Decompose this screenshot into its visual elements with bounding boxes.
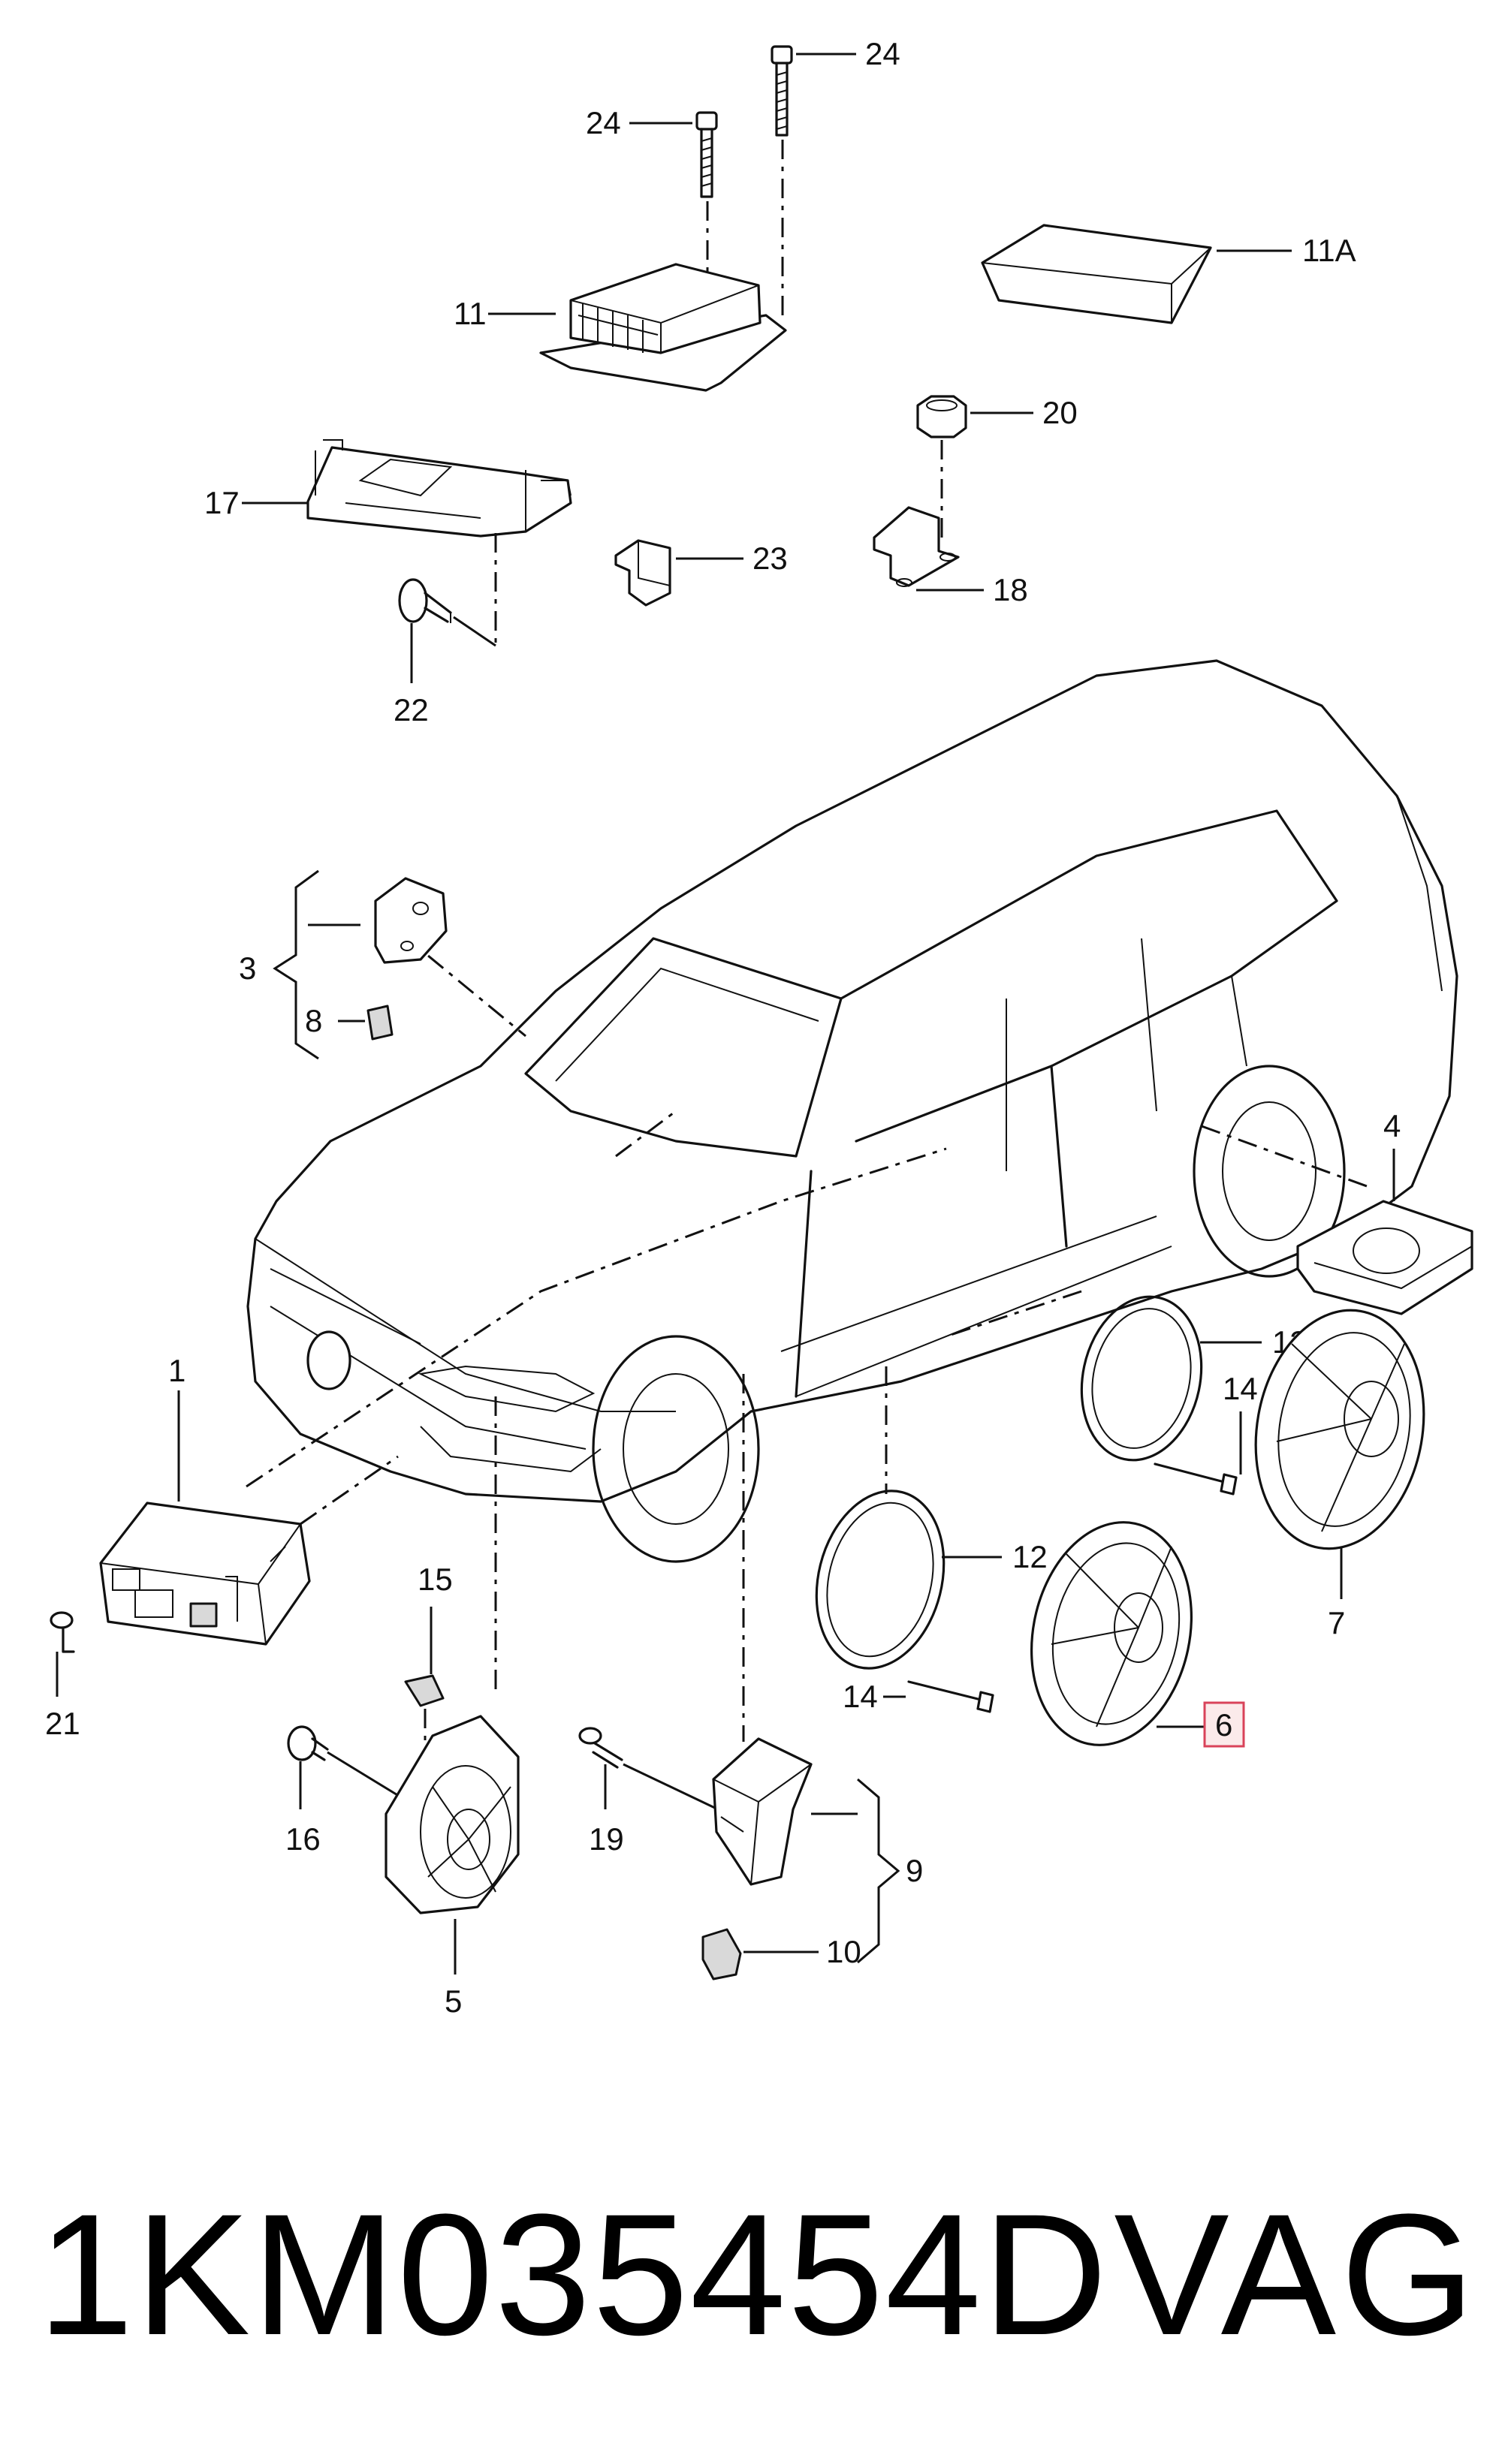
callout-23: 23: [676, 541, 788, 576]
callout-label: 24: [865, 36, 900, 71]
callout-18: 18: [916, 572, 1028, 607]
part-17-mounting-plate: [306, 439, 572, 646]
part-12-ring: 12: [815, 1490, 1048, 1670]
callout-label: 20: [1042, 395, 1078, 430]
part-14-rivet-upper: 14: [1154, 1371, 1258, 1496]
callout-11a: 11A: [1217, 233, 1356, 268]
part-number: 1KM035454D: [38, 2178, 1109, 2371]
part-5-speaker: 5: [385, 1715, 520, 2019]
callout-6-highlight-box: [1203, 1701, 1245, 1748]
part-15-clip: 15: [404, 1562, 453, 1794]
callout-22: 22: [394, 692, 429, 727]
callout-label: 4: [1383, 1108, 1401, 1143]
callout-label: 1: [168, 1353, 185, 1388]
part-6-speaker: 6: [1030, 1521, 1245, 1748]
callout-label: 22: [394, 692, 429, 727]
callout-label: 18: [993, 572, 1028, 607]
part-1-control-unit: 1: [99, 1353, 399, 1646]
brand-name: VAG: [1114, 2178, 1479, 2371]
callout-24a: 24: [796, 36, 900, 71]
callout-11: 11: [454, 296, 556, 331]
part-footer: 1KM035454D VAG: [38, 2162, 1479, 2387]
callout-label: 7: [1328, 1605, 1345, 1640]
callout-label: 8: [305, 1003, 322, 1038]
callout-label: 17: [204, 485, 240, 520]
part-20-nut: [916, 395, 967, 541]
part-9-tweeter: [712, 1737, 813, 1886]
callout-17: 17: [204, 485, 308, 520]
callout-3-bracket: 3 8: [239, 869, 365, 1060]
callout-9-bracket: 9 10: [743, 1778, 923, 1969]
car-body-outline: [246, 659, 1458, 1563]
part-22-screw: [398, 578, 496, 683]
callout-24b: 24: [586, 105, 692, 140]
car-guide-lines: [246, 929, 1368, 1742]
callout-label: 19: [589, 1821, 624, 1857]
part-21-screw: 21: [45, 1611, 80, 1741]
callout-label: 3: [239, 950, 256, 986]
part-11a-cover: [981, 224, 1212, 324]
callout-label: 15: [418, 1562, 453, 1597]
part-19-screw: 19: [578, 1727, 719, 1857]
part-18-bracket: [873, 506, 960, 587]
callout-label: 6: [1215, 1707, 1232, 1743]
callout-label: 10: [826, 1934, 861, 1969]
part-11-control-unit: [539, 263, 787, 392]
part-10-clip: [701, 1928, 742, 1981]
callout-label: 5: [445, 1984, 462, 2019]
part-23-clip: [614, 539, 671, 607]
callout-label: 11: [454, 296, 487, 331]
callout-label: 11A: [1302, 233, 1356, 268]
part-14-rivet-lower: 14: [843, 1679, 994, 1714]
callout-label: 14: [843, 1679, 878, 1714]
callout-label: 23: [752, 541, 788, 576]
callout-label: 16: [285, 1821, 321, 1857]
callout-label: 21: [45, 1706, 80, 1741]
callout-20: 20: [970, 395, 1078, 430]
callout-label: 9: [906, 1853, 923, 1888]
part-8-clip: [366, 1005, 394, 1041]
callout-label: 14: [1223, 1371, 1258, 1406]
part-16-screw: 16: [285, 1725, 409, 1857]
part-4-bracket: 4: [1296, 1108, 1473, 1315]
part-7-speaker: 7: [1254, 1309, 1425, 1640]
callout-label: 24: [586, 105, 621, 140]
part-3-sensor: [374, 877, 448, 964]
callout-label: 12: [1012, 1539, 1048, 1574]
